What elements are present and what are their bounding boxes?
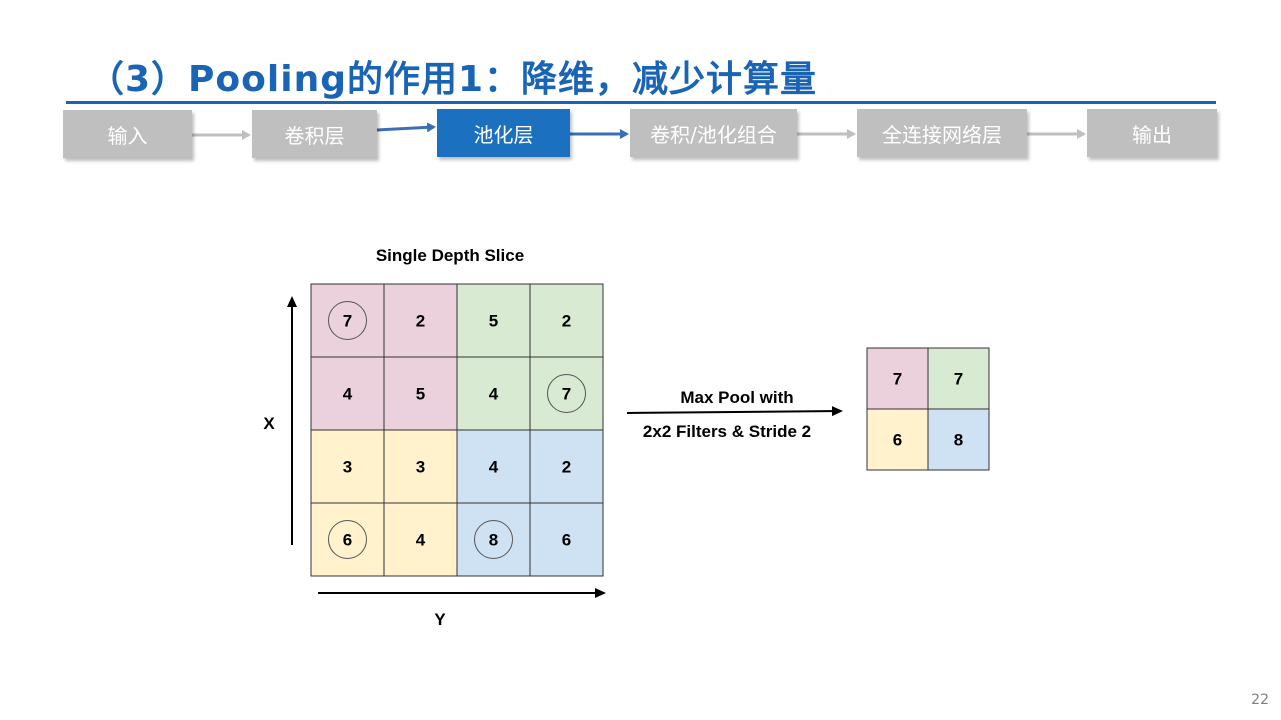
input-value-3-3: 6 [562,531,571,550]
input-cell-2-3 [529,429,604,504]
output-value-0-1: 7 [954,370,963,389]
input-cell-1-0 [310,356,385,431]
title-underline [66,101,1216,104]
input-max-marker-3-0 [328,520,367,559]
input-value-2-0: 3 [343,458,352,477]
input-cell-1-2 [456,356,531,431]
operation-arrow [626,406,843,417]
input-value-2-3: 2 [562,458,571,477]
pipeline-step-fully-connected: 全连接网络层 [857,109,1027,157]
input-value-0-2: 5 [489,312,498,331]
input-cell-3-3 [529,502,604,577]
input-cell-3-0 [310,502,385,577]
input-value-1-0: 4 [343,385,353,404]
input-max-marker-0-0 [328,301,367,340]
pipeline-step-conv-pool-combo: 卷积/池化组合 [630,109,797,157]
input-cell-0-0 [310,283,385,358]
pipeline-step-input: 输入 [63,110,192,158]
input-value-2-2: 4 [489,458,499,477]
input-cell-3-1 [383,502,458,577]
input-max-marker-3-2 [474,520,513,559]
input-cell-1-1 [383,356,458,431]
page-number: 22 [1251,692,1269,708]
output-value-0-0: 7 [893,370,902,389]
input-value-0-1: 2 [416,312,425,331]
input-value-1-2: 4 [489,385,499,404]
output-value-1-0: 6 [893,431,902,450]
input-grid: 7 2 5 2 4 5 4 7 3 3 4 2 6 4 8 6 [310,283,604,577]
input-value-0-0: 7 [343,312,352,331]
input-title: Single Depth Slice [376,246,524,265]
y-axis-label: Y [434,610,446,629]
input-value-1-3: 7 [562,385,571,404]
output-cell-1-1 [927,408,990,471]
x-axis-label: X [263,414,275,433]
operation-label-line1: Max Pool with [680,388,793,407]
slide-title: （3）Pooling的作用1：降维，减少计算量 [88,59,818,100]
output-grid: 7 7 6 8 [866,347,990,471]
input-max-marker-1-3 [547,374,586,413]
input-value-2-1: 3 [416,458,425,477]
input-cell-2-1 [383,429,458,504]
output-cell-1-0 [866,408,929,471]
output-value-1-1: 8 [954,431,963,450]
input-cell-0-2 [456,283,531,358]
input-cell-0-1 [383,283,458,358]
input-cell-2-0 [310,429,385,504]
input-value-3-2: 8 [489,531,498,550]
pipeline-step-conv: 卷积层 [252,110,377,158]
input-value-3-1: 4 [416,531,426,550]
input-cell-1-3 [529,356,604,431]
input-cell-0-3 [529,283,604,358]
input-value-0-3: 2 [562,312,571,331]
input-cell-3-2 [456,502,531,577]
operation-label-line2: 2x2 Filters & Stride 2 [643,422,811,441]
input-cell-2-2 [456,429,531,504]
output-cell-0-0 [866,347,929,410]
input-value-1-1: 5 [416,385,425,404]
pipeline-step-pooling: 池化层 [437,109,570,157]
pipeline-step-output: 输出 [1087,109,1217,157]
input-value-3-0: 6 [343,531,352,550]
output-cell-0-1 [927,347,990,410]
